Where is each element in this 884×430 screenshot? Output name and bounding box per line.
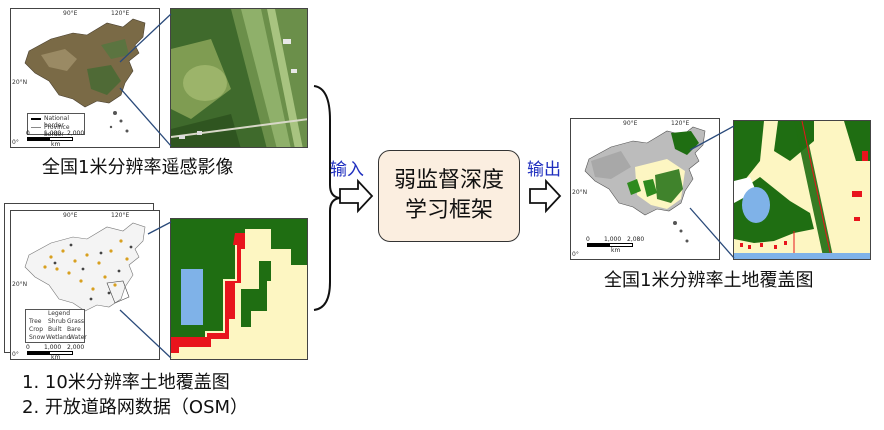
output-tick-lon-b: 120°E [671, 120, 690, 127]
label-legend: Legend Tree Shrub Grass Crop Built Bare … [25, 309, 87, 343]
imagery-scalebar [27, 137, 73, 141]
framework-line1: 弱监督深度 [393, 168, 504, 193]
scale-unit: km [51, 141, 61, 148]
map-tick-lon-b: 120°E [111, 10, 130, 17]
output-scale-1000: 1,000 [604, 236, 622, 243]
legend-grass: Grass [67, 318, 85, 325]
label-scale-1000: 1,000 [44, 344, 62, 351]
weakly-supervised-framework-box: 弱监督深度 学习框架 [378, 150, 520, 242]
legend-title: Legend [48, 310, 71, 317]
label-map-panel: 90°E 120°E 20°N 0° Legend Tree Shrub Gra… [10, 210, 160, 360]
legend-built: Built [48, 326, 62, 333]
output-scale-2080: 2,080 [627, 236, 645, 243]
label-map-tick-lon-b: 120°E [111, 212, 130, 219]
map-tick-lat-b: 0° [12, 139, 19, 146]
legend-wetland: Wetland [46, 334, 71, 341]
label-map-tick-lon-a: 90°E [63, 212, 78, 219]
output-tick-lat-a: 20°N [572, 189, 588, 196]
legend-province-border: Province border [44, 124, 70, 138]
legend-bare: Bare [67, 326, 81, 333]
map-tick-lat-a: 20°N [12, 79, 28, 86]
legend-shrub: Shrub [48, 318, 66, 325]
label-caption-line2: 2. 开放道路网数据（OSM） [22, 397, 249, 418]
imagery-legend: National border Province border [27, 113, 85, 138]
label-scale-unit: km [51, 354, 61, 360]
legend-snow: Snow [29, 334, 46, 341]
output-scale-unit: km [611, 247, 621, 254]
output-label: 输出 [527, 160, 561, 180]
output-scalebar [587, 243, 633, 247]
label-scale-2000: 2,000 [67, 344, 85, 351]
scale-2000: 2,000 [67, 130, 85, 137]
output-tick-lat-b: 0° [572, 251, 579, 258]
legend-national-border: National border [44, 115, 70, 129]
china-satellite-shape [24, 18, 146, 133]
imagery-map-panel: 90°E 120°E 20°N 0° National border Provi… [10, 8, 160, 148]
legend-crop: Crop [29, 326, 44, 333]
input-label: 输入 [330, 160, 364, 180]
output-caption: 全国1米分辨率土地覆盖图 [604, 270, 814, 291]
framework-line2: 学习框架 [404, 198, 493, 223]
label-scalebar [27, 351, 73, 355]
label-zoom-image [170, 218, 308, 360]
output-scale-0: 0 [586, 236, 590, 243]
label-map-tick-lat-b: 0° [12, 351, 19, 358]
output-map-panel: 90°E 120°E 20°N 0° 0 1,000 2,080 km [570, 118, 720, 260]
label-caption-line1: 1. 10米分辨率土地覆盖图 [22, 372, 230, 393]
china-landcover-shape [584, 126, 706, 243]
label-scale-0: 0 [26, 344, 30, 351]
china-label-points-shape [24, 222, 146, 312]
imagery-caption: 全国1米分辨率遥感影像 [42, 157, 234, 178]
output-tick-lon-a: 90°E [623, 120, 638, 127]
map-tick-lon-a: 90°E [63, 10, 78, 17]
legend-tree: Tree [29, 318, 42, 325]
legend-water: Water [69, 334, 87, 341]
output-zoom-image [733, 120, 871, 260]
satellite-zoom-image [170, 8, 308, 148]
scale-1000: 1,000 [44, 130, 62, 137]
scale-0: 0 [26, 130, 30, 137]
label-map-tick-lat-a: 20°N [12, 281, 28, 288]
